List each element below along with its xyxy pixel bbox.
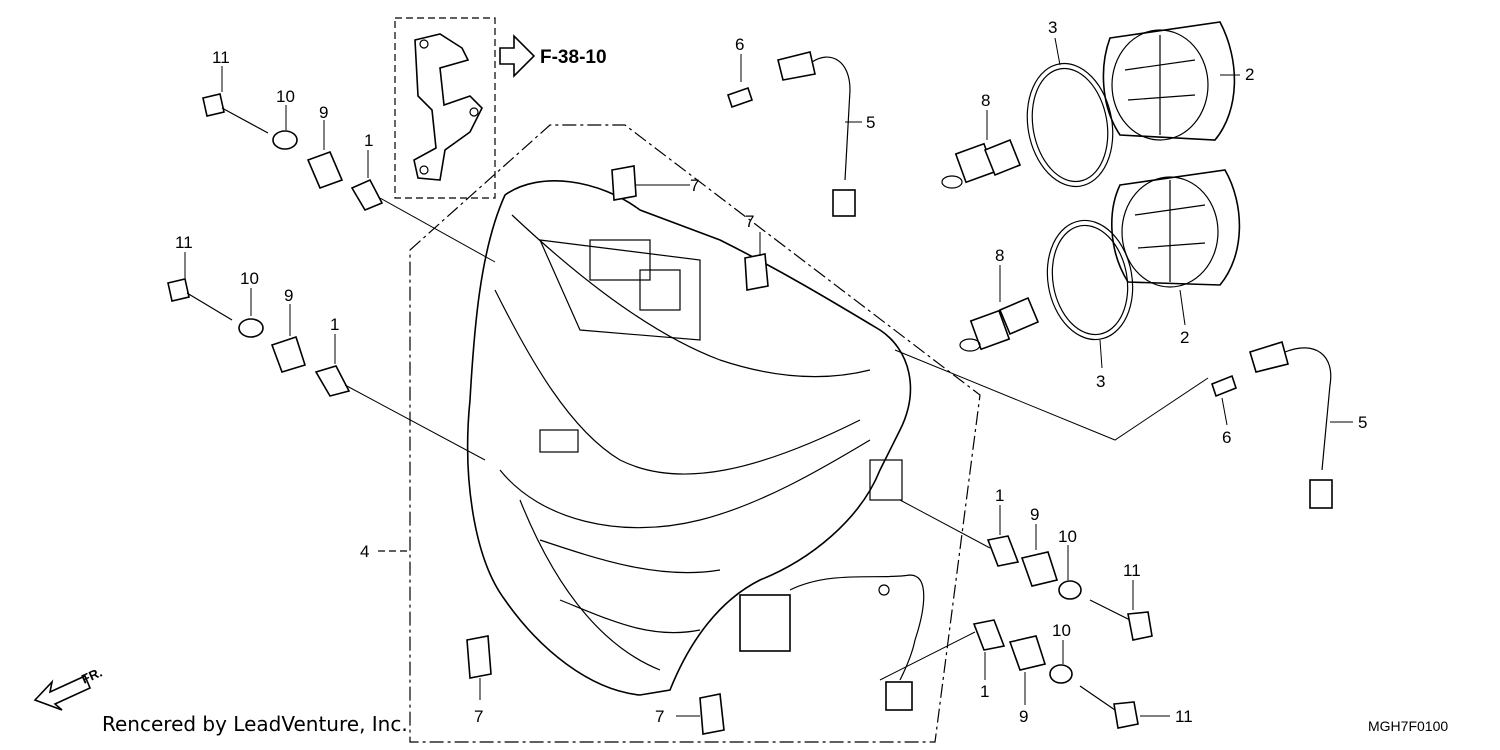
callout-3: 3 — [1048, 18, 1057, 37]
clip-top — [611, 165, 690, 201]
clip-bottom-left — [466, 635, 492, 700]
callout-9: 9 — [284, 286, 293, 305]
hardware-right-upper — [899, 499, 1153, 641]
callout-10: 10 — [276, 87, 295, 106]
reference-label: F-38-10 — [540, 47, 607, 68]
callout-9: 9 — [319, 103, 328, 122]
callout-1: 1 — [980, 682, 989, 701]
callout-3: 3 — [1096, 372, 1105, 391]
bulb-upper — [941, 138, 1022, 189]
callout-1: 1 — [330, 315, 339, 334]
callout-11: 11 — [175, 233, 193, 252]
assembly-boundary — [409, 124, 981, 743]
o-ring-upper — [1026, 62, 1114, 188]
callout-6: 6 — [735, 35, 744, 54]
callouts: 11 10 9 1 11 10 9 1 6 5 7 7 3 2 8 8 2 3 … — [175, 18, 1367, 726]
front-direction-arrow: FR. — [33, 665, 104, 711]
dust-cover-upper — [1102, 21, 1236, 141]
callout-8: 8 — [981, 91, 990, 110]
front-label: FR. — [79, 665, 104, 687]
callout-11: 11 — [212, 48, 230, 67]
hardware-mid-left — [167, 278, 486, 461]
callout-7: 7 — [474, 707, 483, 726]
hardware-upper-left — [202, 93, 496, 263]
callout-9: 9 — [1030, 505, 1039, 524]
callout-11: 11 — [1123, 561, 1141, 580]
harness-connector — [878, 584, 916, 711]
bracket-reference-box: F-38-10 — [394, 17, 607, 199]
leader-lines — [184, 37, 1353, 717]
clip-bottom-center — [676, 693, 725, 735]
callout-4: 4 — [360, 542, 369, 561]
clip-center — [744, 232, 769, 291]
diagram-code: MGH7F0100 — [1368, 718, 1448, 734]
headlight-housing — [466, 180, 925, 696]
bulb-lower — [959, 296, 1040, 352]
callout-7: 7 — [690, 176, 699, 195]
callout-11: 11 — [1175, 707, 1193, 726]
callout-1: 1 — [995, 486, 1004, 505]
callout-10: 10 — [240, 269, 259, 288]
callout-6: 6 — [1222, 428, 1231, 447]
socket-wire-upper — [726, 51, 856, 217]
callout-2: 2 — [1245, 65, 1254, 84]
callout-10: 10 — [1052, 621, 1071, 640]
callout-8: 8 — [995, 246, 1004, 265]
dust-cover-lower — [1111, 169, 1241, 288]
callout-7: 7 — [745, 212, 754, 231]
o-ring-lower — [1046, 219, 1134, 341]
credit-text: Rencered by LeadVenture, Inc. — [102, 712, 408, 736]
callout-5: 5 — [866, 113, 875, 132]
callout-9: 9 — [1019, 707, 1028, 726]
callout-7: 7 — [655, 707, 664, 726]
callout-1: 1 — [364, 131, 373, 150]
callout-5: 5 — [1358, 413, 1367, 432]
socket-wire-lower — [1211, 340, 1333, 509]
callout-10: 10 — [1058, 527, 1077, 546]
callout-2: 2 — [1180, 328, 1189, 347]
hardware-right-lower — [879, 619, 1139, 729]
